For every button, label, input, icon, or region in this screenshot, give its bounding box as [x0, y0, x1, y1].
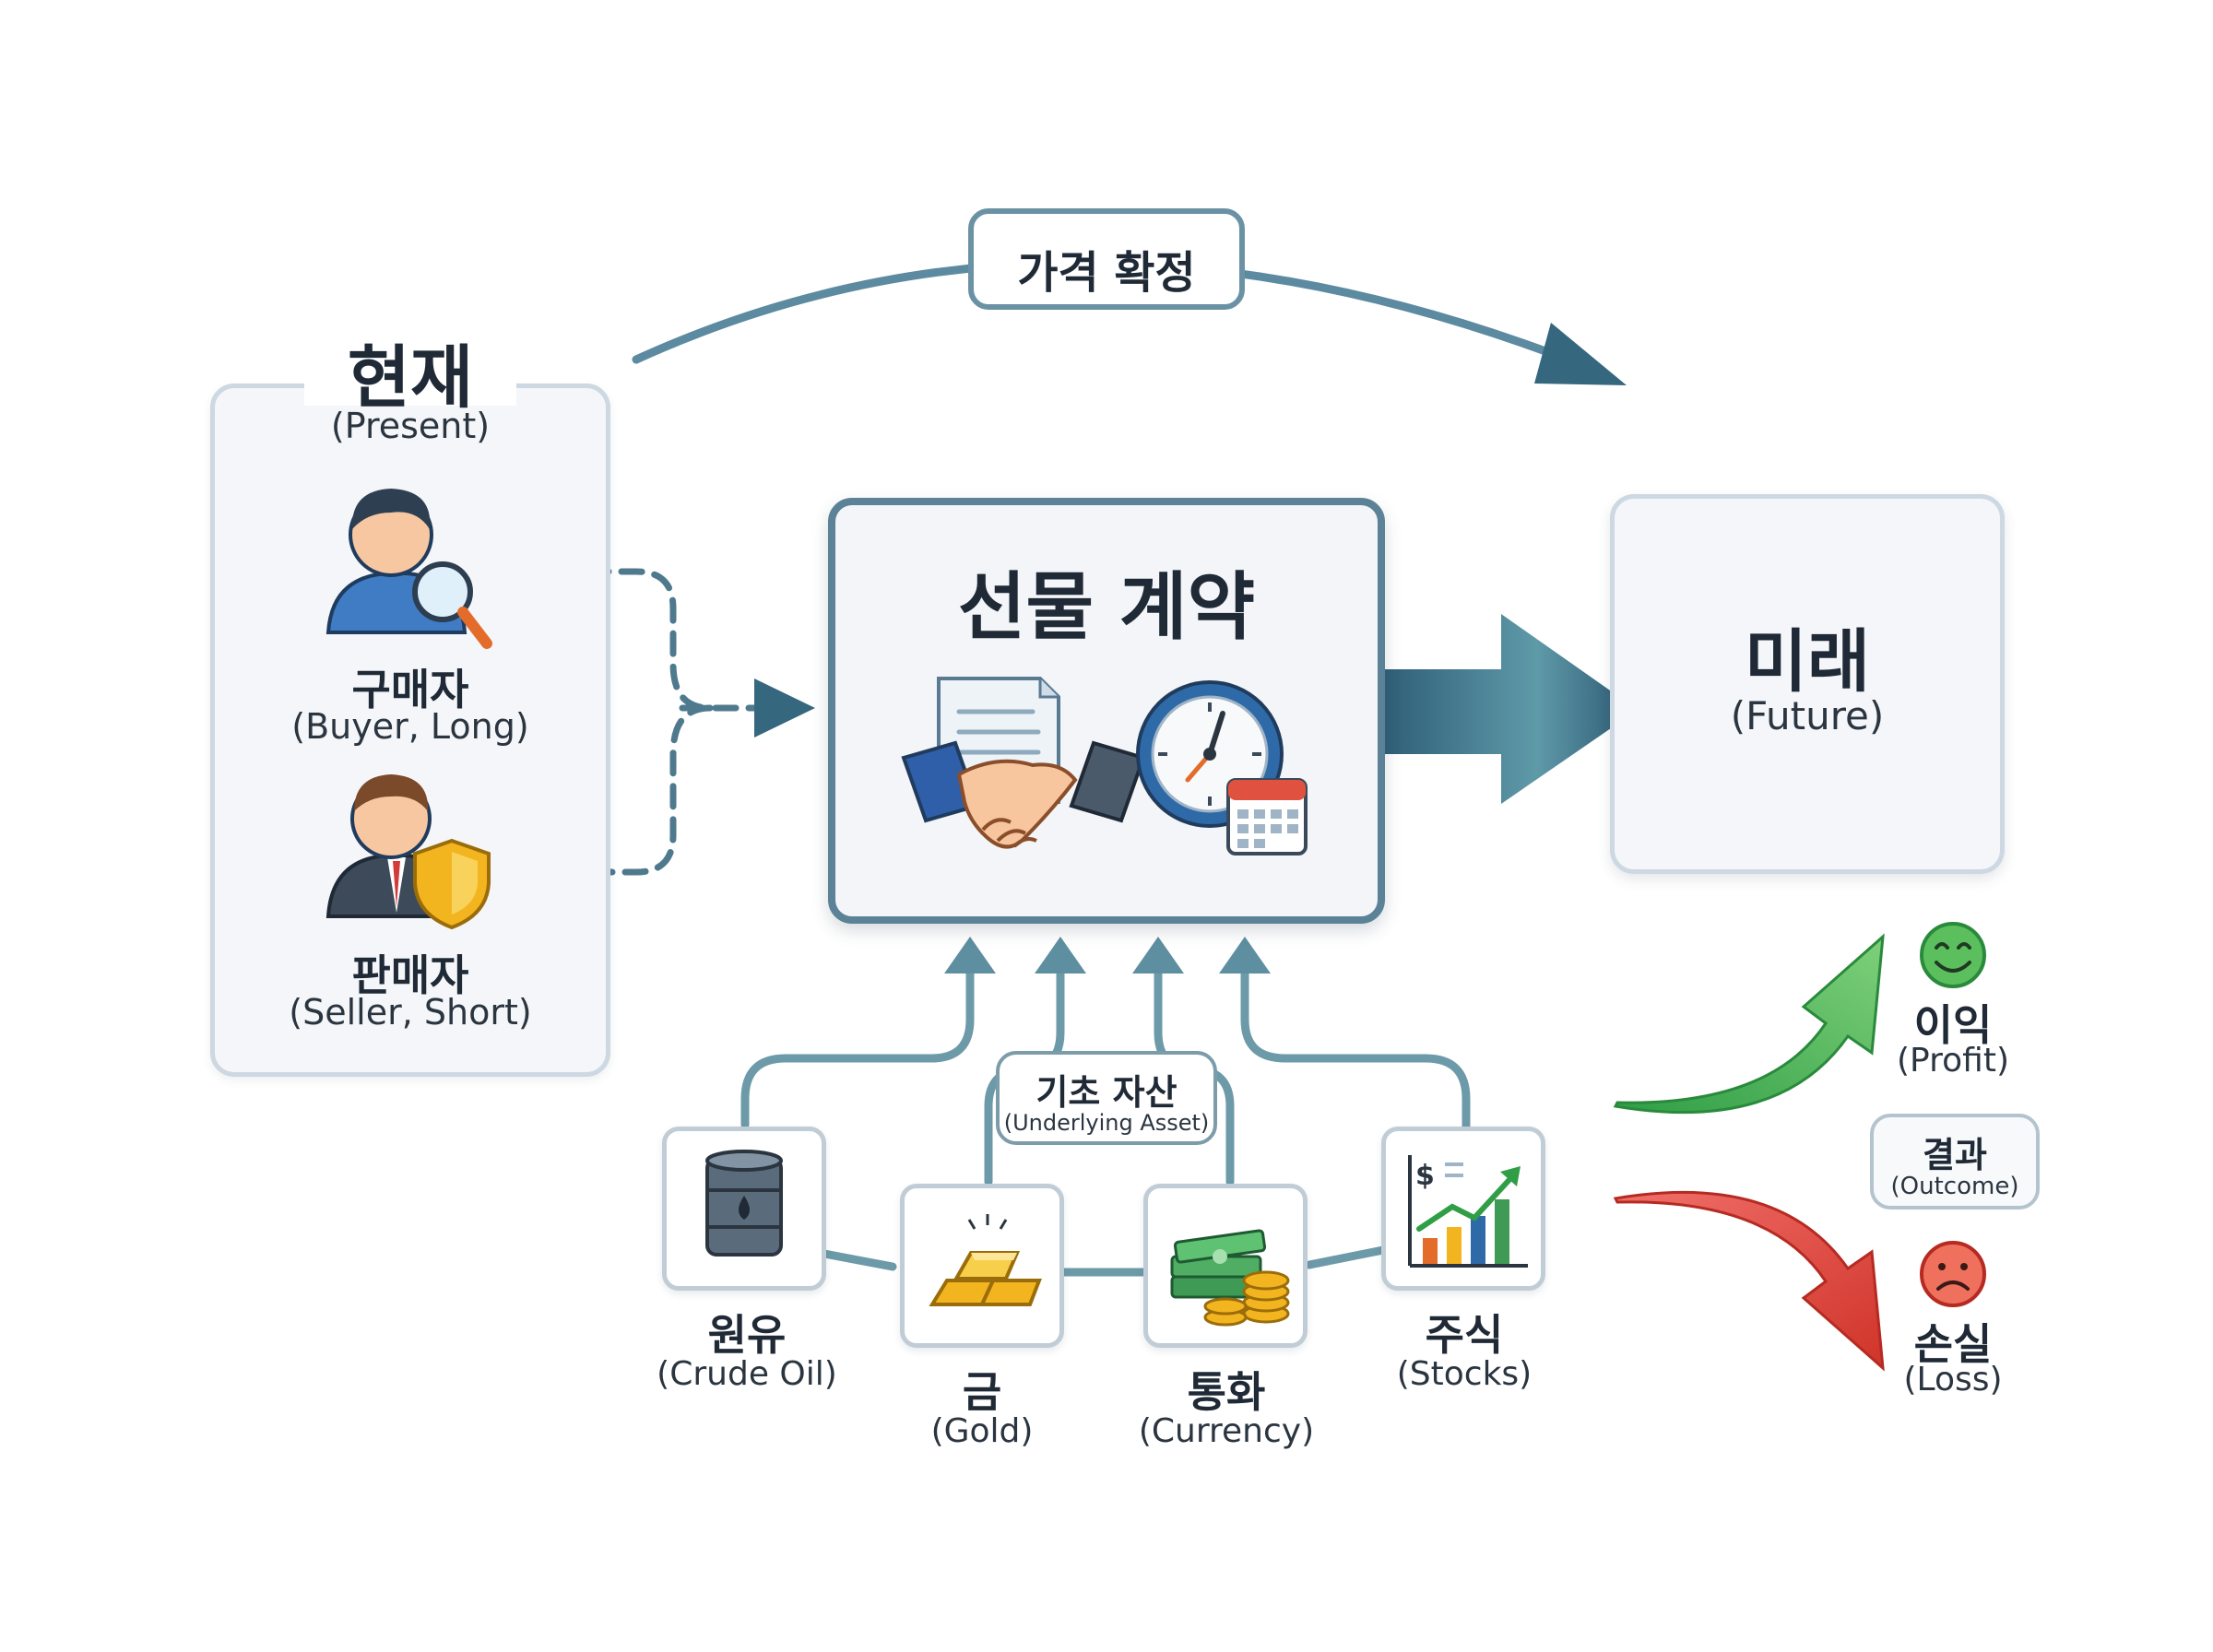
asset-label-stocks: 주식 — [1425, 1310, 1504, 1360]
asset-sublabel-currency: (Currency) — [1138, 1412, 1315, 1450]
underlying-label: 기초 자산 — [1035, 1072, 1178, 1113]
loss-label: 손실 — [1913, 1319, 1993, 1369]
contract-to-future-arrow — [1385, 614, 1638, 804]
gold-bars-icon — [929, 1214, 1042, 1306]
present-title: 현재 — [347, 338, 474, 418]
future-title: 미래 — [1744, 622, 1871, 702]
profit-arrow — [1613, 933, 1885, 1115]
oil-barrel-icon — [705, 1150, 783, 1257]
asset-card-stocks: $ — [1381, 1127, 1545, 1291]
price-fix-label: 가격 확정 — [1017, 247, 1196, 299]
underlying-arrowheads — [944, 937, 1271, 974]
asset-sublabel-stocks: (Stocks) — [1396, 1355, 1533, 1393]
asset-sublabel-crude-oil: (Crude Oil) — [657, 1355, 837, 1393]
price-fix-pill: 가격 확정 — [968, 208, 1245, 310]
buyer-seller-dashed-connector — [518, 568, 760, 876]
underlying-asset-pill: 기초 자산 (Underlying Asset) — [996, 1051, 1217, 1145]
asset-card-crude-oil — [662, 1127, 826, 1291]
svg-text:$: $ — [1415, 1160, 1435, 1192]
loss-sublabel: (Loss) — [1903, 1361, 2003, 1398]
underlying-sublabel: (Underlying Asset) — [1003, 1110, 1210, 1136]
cash-coins-icon — [1170, 1229, 1290, 1327]
profit-label: 이익 — [1913, 1000, 1993, 1050]
asset-label-currency: 통화 — [1187, 1367, 1266, 1417]
outcome-pill: 결과 (Outcome) — [1870, 1114, 2040, 1210]
profit-sublabel: (Profit) — [1897, 1042, 2009, 1080]
loss-arrow — [1613, 1190, 1885, 1372]
present-title-gap — [304, 369, 516, 406]
seller-sublabel: (Seller, Short) — [289, 992, 532, 1032]
underlying-to-contract-arrows — [740, 962, 1471, 1277]
dashed-connector-arrowhead — [754, 678, 815, 738]
seller-label: 판매자 — [351, 950, 469, 1000]
future-subtitle: (Future) — [1730, 693, 1885, 738]
outcome-sublabel: (Outcome) — [1890, 1173, 2019, 1200]
asset-card-currency — [1143, 1184, 1308, 1348]
outcome-label: 결과 — [1923, 1135, 1987, 1175]
buyer-label: 구매자 — [351, 665, 469, 714]
contract-title: 선물 계약 — [957, 564, 1256, 650]
asset-card-gold — [900, 1184, 1064, 1348]
asset-label-crude-oil: 원유 — [707, 1310, 787, 1360]
stock-chart-icon: $ — [1408, 1155, 1528, 1268]
buyer-sublabel: (Buyer, Long) — [291, 706, 529, 747]
asset-label-gold: 금 — [962, 1367, 1002, 1417]
present-subtitle: (Present) — [330, 406, 491, 446]
asset-sublabel-gold: (Gold) — [930, 1412, 1034, 1450]
future-panel — [1610, 494, 2005, 874]
